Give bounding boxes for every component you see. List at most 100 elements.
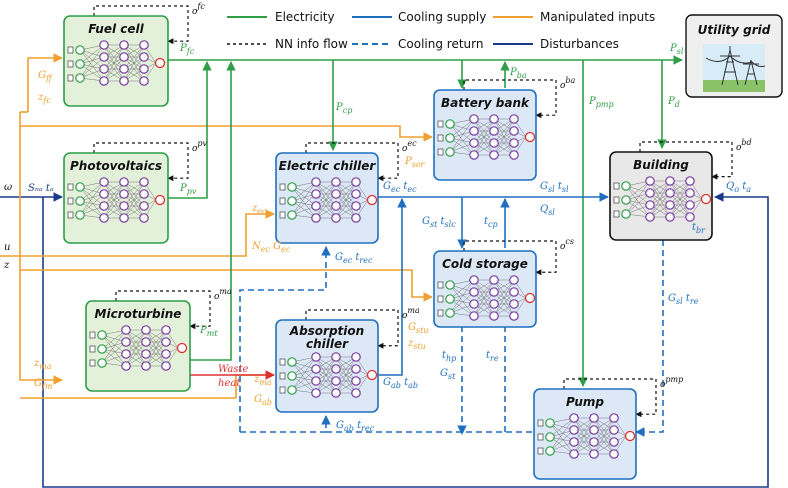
observation-label: oma <box>402 306 420 321</box>
block-title: Cold storage <box>442 257 528 271</box>
nn-input-port <box>437 148 444 156</box>
n-ec-g-ec-label: Nec Gec <box>251 241 291 254</box>
block-title: Pump <box>566 395 604 409</box>
p-cp-label: Pcp <box>335 102 352 115</box>
nn-hidden-node <box>139 64 149 74</box>
p-sor-label: Psor <box>404 156 426 169</box>
nn-hidden-node <box>489 287 499 297</box>
nn-hidden-node <box>351 388 361 398</box>
nn-input-node <box>97 344 107 354</box>
nn-hidden-node <box>351 213 361 223</box>
nn-input-node <box>287 210 297 220</box>
nn-hidden-node <box>489 275 499 285</box>
block-title: Electric chiller <box>279 159 377 173</box>
nn-hidden-node <box>119 213 129 223</box>
nn-input-port <box>537 433 544 441</box>
nn-hidden-node <box>665 188 675 198</box>
legend: Electricity NN info flow Cooling supply … <box>227 10 655 51</box>
nn-feedback-loop <box>639 141 733 180</box>
return-to-ec <box>239 246 331 432</box>
nn-hidden-node <box>351 352 361 362</box>
nn-input-node <box>287 357 297 367</box>
nn-hidden-node <box>509 138 519 148</box>
observation-label: opmp <box>660 375 683 390</box>
s-na-t-a-label: Sₙₐ tₐ <box>28 183 54 194</box>
p-mt-label: Pmt <box>199 325 218 338</box>
cooling-supply-flows <box>378 192 609 376</box>
utility-grid-title: Utility grid <box>698 23 771 37</box>
legend-disturbances: Disturbances <box>540 37 619 51</box>
nn-input-node <box>445 308 455 318</box>
nn-hidden-node <box>121 325 131 335</box>
nn-input-node <box>445 147 455 157</box>
z-stu-label: zstu <box>407 338 426 351</box>
nn-hidden-node <box>331 201 341 211</box>
nn-output-node <box>524 131 536 143</box>
nn-hidden-node <box>509 114 519 124</box>
nn-hidden-node <box>351 376 361 386</box>
nn-input-node <box>75 210 85 220</box>
nn-input-port <box>613 196 620 204</box>
building-return <box>635 240 664 437</box>
nn-hidden-node <box>645 176 655 186</box>
nn-hidden-node <box>609 449 619 459</box>
nn-hidden-node <box>509 126 519 136</box>
nn-input-node <box>445 294 455 304</box>
t-br-label: tbr <box>692 222 706 235</box>
p-ba-label: Pba <box>509 67 527 80</box>
nn-hidden-node <box>119 201 129 211</box>
nn-hidden-node <box>685 212 695 222</box>
nn-input-port <box>537 419 544 427</box>
legend-nn-info: NN info flow <box>275 37 348 51</box>
nn-input-port <box>279 183 286 191</box>
nn-feedback-loop <box>463 79 557 119</box>
block-frame <box>433 250 537 328</box>
grid-grass <box>703 80 765 92</box>
nn-feedback-loop <box>305 142 399 182</box>
nn-hidden-node <box>489 138 499 148</box>
nn-hidden-node <box>99 201 109 211</box>
nn-feedback-loop <box>115 290 211 330</box>
g-st-t-slc-label: Gst tslc <box>422 216 456 229</box>
nn-hidden-node <box>119 189 129 199</box>
g-stu-label: Gstu <box>408 322 428 335</box>
nn-input-port <box>67 60 74 68</box>
u-to-electric-chiller <box>0 209 275 257</box>
nn-input-node <box>545 446 555 456</box>
nn-input-node <box>287 196 297 206</box>
nn-hidden-node <box>569 449 579 459</box>
p-fc-label: Pfc <box>179 43 195 56</box>
p-mt-line <box>190 61 236 361</box>
p-pv-line <box>168 61 212 199</box>
nn-hidden-node <box>99 76 109 86</box>
nn-hidden-node <box>139 40 149 50</box>
nn-hidden-node <box>141 349 151 359</box>
nn-hidden-node <box>311 352 321 362</box>
nn-hidden-node <box>139 76 149 86</box>
nn-hidden-node <box>665 212 675 222</box>
nn-hidden-node <box>569 437 579 447</box>
nn-input-port <box>437 295 444 303</box>
nn-hidden-node <box>119 40 129 50</box>
nn-output-node <box>524 292 536 304</box>
nn-feedback-loop <box>563 378 657 418</box>
nn-hidden-node <box>139 213 149 223</box>
q-o-t-a-label: Qo ta <box>726 181 751 194</box>
g-ec-t-ec-label: Gec tec <box>383 181 417 194</box>
nn-hidden-node <box>351 201 361 211</box>
nn-hidden-node <box>161 325 171 335</box>
nn-hidden-node <box>311 213 321 223</box>
nn-hidden-node <box>569 413 579 423</box>
nn-hidden-node <box>161 337 171 347</box>
z-label: z <box>3 260 10 271</box>
nn-hidden-node <box>121 337 131 347</box>
nn-input-node <box>445 119 455 129</box>
nn-hidden-node <box>509 311 519 321</box>
nn-hidden-node <box>311 376 321 386</box>
nn-hidden-node <box>665 200 675 210</box>
nn-input-port <box>89 331 96 339</box>
legend-manipulated: Manipulated inputs <box>540 10 655 24</box>
nn-input-node <box>545 432 555 442</box>
nn-hidden-node <box>99 64 109 74</box>
